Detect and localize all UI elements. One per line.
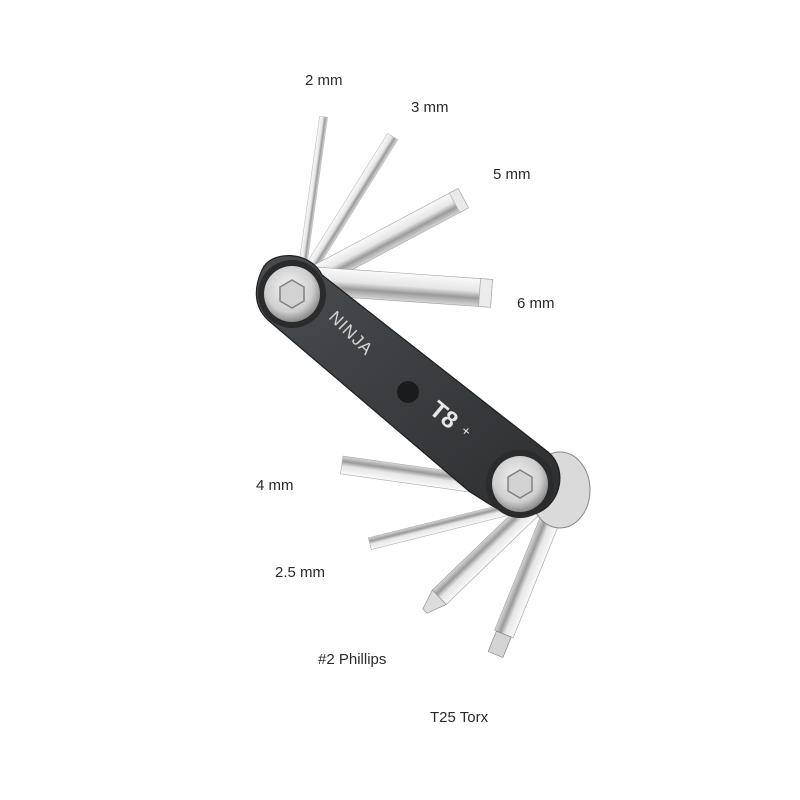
top-pivot-bolt xyxy=(258,260,326,328)
label-6mm: 6 mm xyxy=(517,295,555,312)
label-3mm: 3 mm xyxy=(411,99,449,116)
hex-socket-icon xyxy=(279,279,305,309)
label-torx: T25 Torx xyxy=(430,709,489,726)
torx-bit xyxy=(487,490,570,658)
hex-socket-icon xyxy=(507,469,533,499)
body-hole xyxy=(397,381,419,403)
label-2-5mm: 2.5 mm xyxy=(275,564,326,581)
label-4mm: 4 mm xyxy=(256,477,294,494)
tool-body: NINJA T8 + xyxy=(255,255,561,517)
label-5mm: 5 mm xyxy=(493,166,531,183)
label-phillips: #2 Phillips xyxy=(318,651,387,668)
top-tool-fan xyxy=(294,115,493,308)
label-2mm: 2 mm xyxy=(305,72,343,89)
bottom-pivot-bolt xyxy=(486,450,554,518)
